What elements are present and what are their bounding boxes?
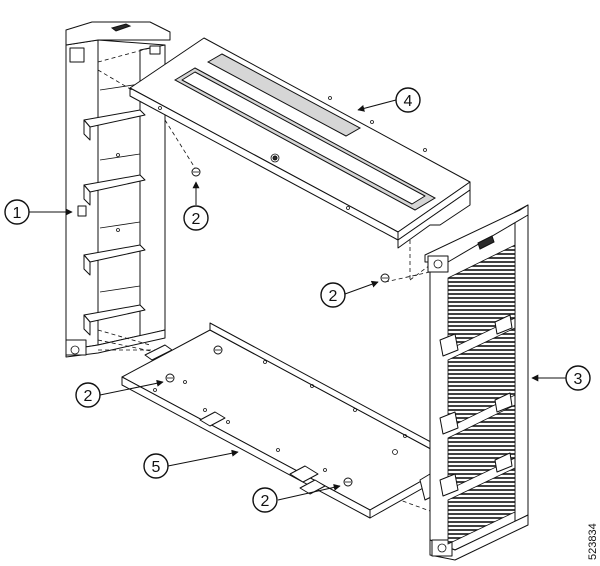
screw-icon <box>165 373 175 383</box>
callout-2-bottom-left: 2 <box>75 379 164 408</box>
screw-icon <box>343 477 353 487</box>
callout-1: 1 <box>4 199 73 225</box>
callout-4: 4 <box>357 87 421 113</box>
callout-2d-label: 2 <box>261 493 270 510</box>
callout-2c-label: 2 <box>84 388 93 405</box>
callout-2-top-right: 2 <box>320 280 379 308</box>
figure-id: 523834 <box>587 523 599 560</box>
card-guides <box>83 83 146 336</box>
callout-2b-label: 2 <box>329 288 338 305</box>
bottom-base-panel <box>121 322 456 519</box>
screw-icon <box>213 345 223 355</box>
vent-grille <box>447 244 516 545</box>
callout-1-label: 1 <box>13 205 22 222</box>
callout-2a-label: 2 <box>192 211 201 228</box>
screw-icon <box>191 167 201 177</box>
top-cover-panel <box>129 37 471 249</box>
callout-3-label: 3 <box>574 371 583 388</box>
callout-3: 3 <box>531 365 591 391</box>
callout-2-bottom-right: 2 <box>252 483 341 513</box>
callout-4-label: 4 <box>404 93 413 110</box>
screws <box>165 167 390 487</box>
callout-5: 5 <box>143 449 239 479</box>
right-side-panel <box>424 204 529 561</box>
screw-icon <box>380 273 390 283</box>
callout-5-label: 5 <box>152 459 161 476</box>
callout-2-top-left: 2 <box>183 181 209 231</box>
